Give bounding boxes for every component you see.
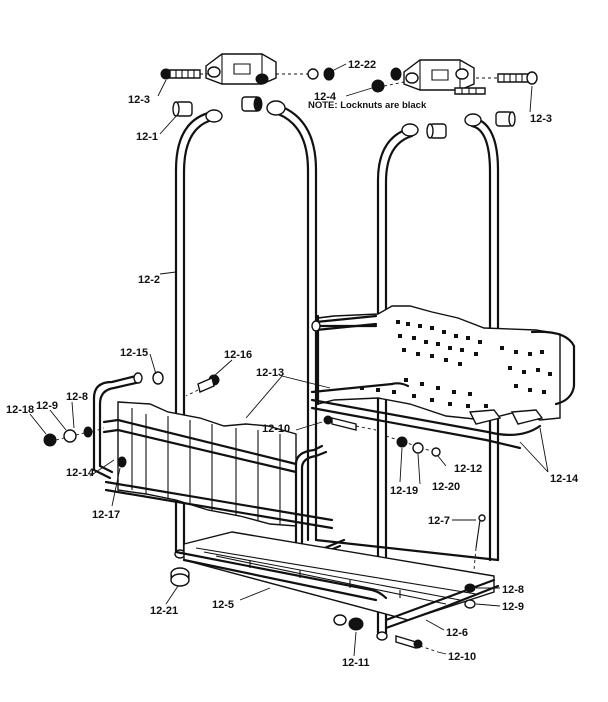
callout-12-3-left: 12-3 — [128, 94, 150, 106]
callout-12-1: 12-1 — [136, 131, 158, 143]
top-bracket-right — [403, 59, 475, 91]
callout-12-5: 12-5 — [212, 599, 234, 611]
a-frame-left — [174, 100, 318, 559]
locknut-12-22 — [276, 67, 335, 81]
foot-cap-12-21 — [170, 567, 190, 587]
rear-crossbar — [311, 314, 378, 332]
bushing-right-b — [495, 111, 516, 127]
bolt-12-16 — [185, 374, 220, 397]
bolt-12-10-lower — [395, 635, 439, 653]
hardware-lower-right — [464, 583, 476, 609]
callout-labels: 12-3 12-1 12-22 12-4 12-3 12-2 12-15 12-… — [6, 59, 579, 669]
end-cap-12-15 — [152, 371, 164, 385]
callout-12-16: 12-16 — [224, 349, 252, 361]
callout-12-8-right: 12-8 — [502, 584, 524, 596]
a-frame-right — [376, 113, 500, 641]
callout-12-14-left: 12-14 — [66, 467, 95, 479]
callout-12-21: 12-21 — [150, 605, 178, 617]
bushing-12-1 — [172, 101, 193, 117]
callout-12-4: 12-4 — [314, 91, 337, 103]
callout-12-17: 12-17 — [92, 509, 120, 521]
callout-12-7: 12-7 — [428, 515, 450, 527]
callout-12-9-left: 12-9 — [36, 400, 58, 412]
top-bracket-left — [205, 53, 277, 85]
hanger-bolt-left — [160, 68, 210, 80]
rear-seat — [310, 305, 576, 450]
pin-12-7 — [473, 514, 486, 571]
note-text: NOTE: Locknuts are black — [308, 100, 427, 111]
callout-12-10-lower: 12-10 — [448, 651, 476, 663]
hardware-left-stack — [43, 426, 105, 447]
bushing-right-a — [426, 123, 447, 139]
callout-12-9-right: 12-9 — [502, 601, 524, 613]
callout-12-11: 12-11 — [342, 657, 370, 669]
rear-seat-mesh — [360, 320, 552, 408]
hardware-right-stack — [385, 435, 441, 457]
callout-12-19: 12-19 — [390, 485, 418, 497]
callout-12-18: 12-18 — [6, 404, 34, 416]
callout-12-15: 12-15 — [120, 347, 148, 359]
callout-12-22: 12-22 — [348, 59, 376, 71]
callout-12-8-left: 12-8 — [66, 391, 88, 403]
callout-12-2: 12-2 — [138, 274, 160, 286]
callout-12-20: 12-20 — [432, 481, 460, 493]
nut-12-11 — [333, 614, 364, 631]
callout-12-6: 12-6 — [446, 627, 468, 639]
small-bolt-right — [454, 87, 486, 95]
locknut-12-4 — [371, 67, 405, 93]
front-seat — [92, 372, 346, 562]
bushing-left-front — [241, 96, 263, 112]
nut-12-17 — [117, 456, 127, 468]
bolt-12-10-upper — [323, 415, 377, 431]
leader-lines — [29, 63, 549, 657]
hanger-bolt-right — [476, 71, 538, 85]
callout-12-12: 12-12 — [454, 463, 482, 475]
callout-12-13: 12-13 — [256, 367, 284, 379]
callout-12-3-right: 12-3 — [530, 113, 552, 125]
floor-platform — [174, 531, 500, 630]
callout-12-14-right: 12-14 — [550, 473, 579, 485]
callout-12-10-upper: 12-10 — [262, 423, 290, 435]
